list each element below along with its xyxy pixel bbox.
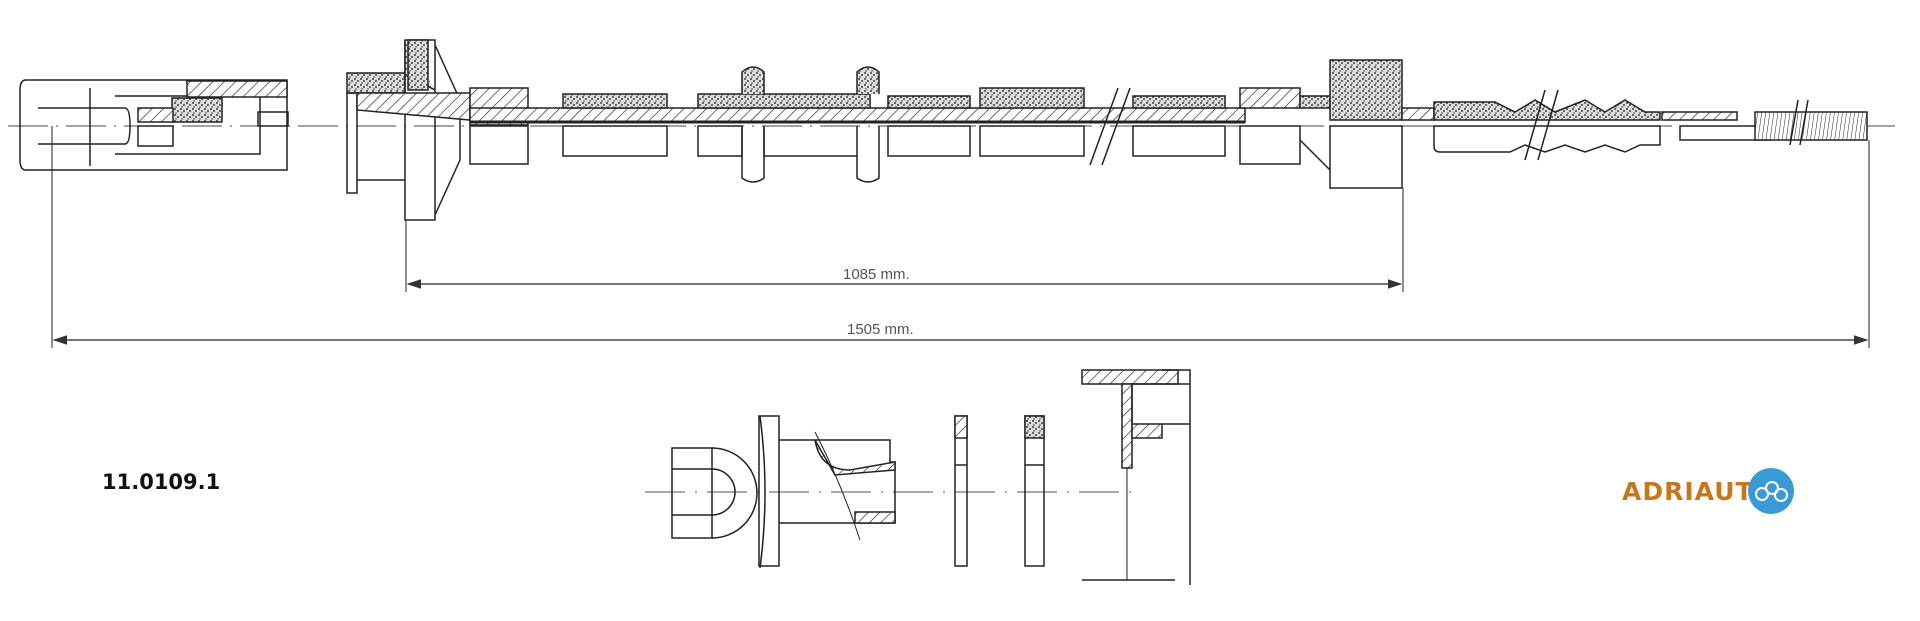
cable-sleeves — [562, 66, 1226, 183]
adriauto-logo: ADRIAUT — [1622, 466, 1794, 516]
detail-ferrule — [758, 415, 896, 567]
left-flange-assembly — [346, 39, 529, 221]
threaded-rod — [1661, 99, 1868, 146]
cable-sheath — [469, 107, 1246, 123]
part-number: 11.0109.1 — [102, 470, 221, 494]
detail-washer — [954, 415, 968, 567]
logo-badge-icon — [1747, 468, 1794, 514]
dimension-label-1085: 1085 mm. — [843, 266, 910, 283]
detail-end-cap — [671, 415, 766, 569]
left-end-fitting — [19, 79, 289, 171]
detail-views — [645, 369, 1191, 585]
rubber-boot — [1433, 89, 1661, 161]
logo-text: ADRIAUT — [1622, 476, 1754, 506]
right-flange-assembly — [1239, 59, 1435, 189]
dimension-label-1505: 1505 mm. — [847, 321, 914, 338]
detail-bracket — [1081, 369, 1191, 585]
detail-rubber-washer — [1024, 415, 1045, 567]
